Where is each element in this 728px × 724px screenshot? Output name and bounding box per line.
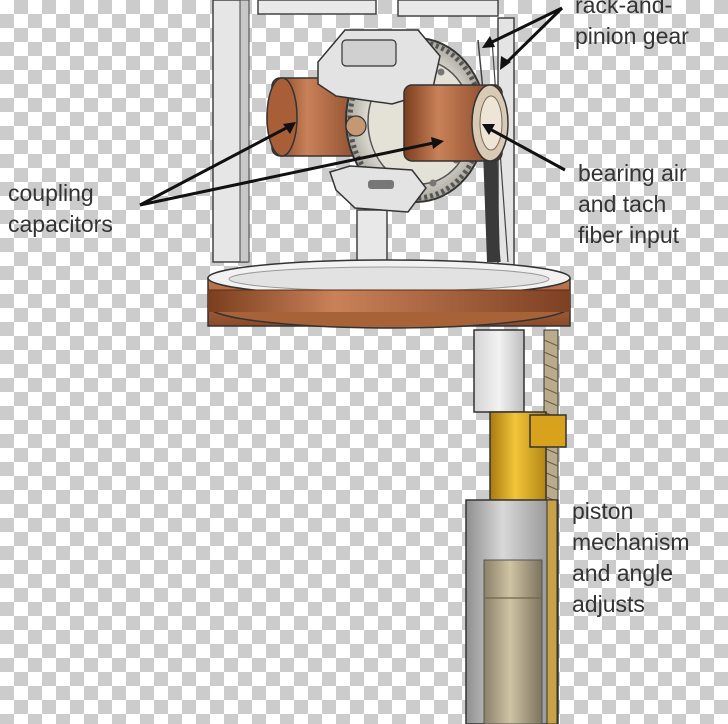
piston-assembly bbox=[465, 329, 567, 724]
leader-coupling-2 bbox=[139, 140, 439, 207]
front-post bbox=[356, 209, 388, 266]
label-line: mechanism bbox=[572, 529, 690, 555]
leader-rack-1 bbox=[487, 6, 563, 46]
rim-band bbox=[208, 290, 570, 312]
leader-coupling-1 bbox=[139, 124, 291, 207]
copper-disk bbox=[207, 259, 571, 329]
disk-top-inner bbox=[228, 266, 550, 292]
label-line: capacitors bbox=[8, 211, 113, 237]
gear-bolt-4 bbox=[429, 179, 437, 187]
lower-clamp-slot bbox=[368, 180, 394, 189]
left-side-plate-edge bbox=[239, 0, 250, 263]
label-line: and tach bbox=[578, 191, 667, 217]
label-line: and angle bbox=[572, 560, 674, 586]
gold-lower-rod bbox=[546, 499, 558, 724]
label-line: piston bbox=[572, 498, 634, 524]
leader-bearing bbox=[487, 126, 566, 172]
leader-lines bbox=[139, 6, 566, 207]
center-hub bbox=[345, 115, 367, 137]
top-block-left bbox=[257, 0, 377, 15]
right-capacitor-bore bbox=[479, 95, 503, 151]
top-block-right bbox=[397, 0, 499, 17]
label-line: adjusts bbox=[572, 591, 645, 617]
label-line: bearing air bbox=[578, 160, 687, 186]
label-line: coupling bbox=[8, 180, 94, 206]
arrow-bearing bbox=[482, 124, 495, 135]
rack-strip bbox=[483, 150, 500, 262]
gold-clamp-block bbox=[529, 414, 567, 448]
label-piston-mechanism: piston mechanism and angle adjusts bbox=[572, 496, 690, 620]
left-capacitor-end bbox=[266, 77, 298, 157]
label-coupling-capacitors: coupling capacitors bbox=[8, 178, 113, 240]
leader-rack-2 bbox=[503, 6, 564, 66]
label-bearing-air: bearing air and tach fiber input bbox=[578, 158, 687, 251]
arrow-coupling-2 bbox=[431, 137, 444, 149]
gear-bolt-1 bbox=[437, 68, 445, 76]
inner-piston bbox=[483, 559, 543, 724]
upper-clamp-block bbox=[341, 39, 397, 67]
label-rack-and-pinion: rack-and- pinion gear bbox=[575, 0, 689, 52]
label-line: pinion gear bbox=[575, 23, 689, 49]
upper-shaft bbox=[473, 329, 525, 413]
arrow-coupling-1 bbox=[283, 122, 296, 134]
rotor-assembly bbox=[266, 29, 509, 213]
arrowheads bbox=[283, 36, 511, 149]
label-line: fiber input bbox=[578, 222, 680, 248]
arrow-rack-1 bbox=[482, 36, 495, 48]
arrow-rack-2 bbox=[500, 56, 511, 70]
label-line: rack-and- bbox=[575, 0, 673, 18]
